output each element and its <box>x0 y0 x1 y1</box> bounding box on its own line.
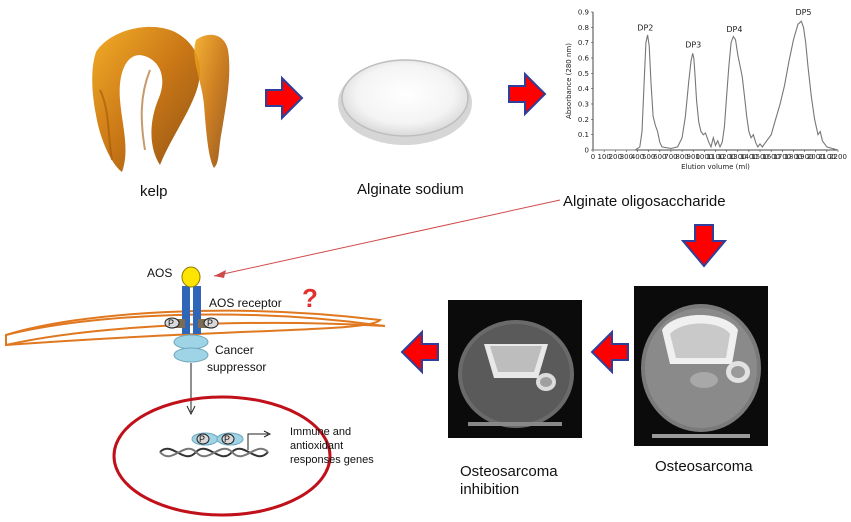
chart-y-tick-label: 0.9 <box>578 9 589 17</box>
chart-y-tick-label: 0.6 <box>578 55 590 63</box>
ct-scan-inhibition-drawing <box>458 320 574 428</box>
aos-receptor <box>175 286 208 334</box>
cancer-suppressor <box>173 334 209 363</box>
chart-x-tick-label: 2100 <box>818 153 836 161</box>
chart-x-tick-label: 800 <box>675 153 688 161</box>
chart-peak-label: DP5 <box>795 8 811 17</box>
arrow-kelp-to-alginate <box>265 75 304 121</box>
ct-scan-osteosarcoma-drawing <box>641 304 761 438</box>
osteosarcoma-inhibition-label-line1: Osteosarcoma <box>460 463 558 480</box>
chart-x-tick-label: 200 <box>609 153 622 161</box>
arrow-inhibition-to-mechanism <box>400 329 439 375</box>
dna-helix <box>159 447 269 458</box>
chart-x-tick-label: 600 <box>653 153 666 161</box>
receptor-phospho-right <box>203 317 219 329</box>
chart-y-axis-label: Absorbance (280 nm) <box>565 43 573 119</box>
dna-phospho-right-label: P <box>224 434 231 444</box>
signal-arrow-down <box>186 363 196 416</box>
nucleus-ellipse <box>112 395 332 517</box>
chart-peak-label: DP4 <box>726 25 742 34</box>
chart-peak-label: DP3 <box>685 40 701 49</box>
chart-x-tick-label: 1200 <box>718 153 736 161</box>
kelp-label: kelp <box>140 183 168 200</box>
osteosarcoma-label: Osteosarcoma <box>655 458 753 475</box>
aos-label: AOS <box>147 266 173 280</box>
transcription-start-arrow <box>247 430 272 450</box>
unknown-mechanism-question-mark: ? <box>302 283 318 313</box>
chart-x-tick-label: 1000 <box>695 153 713 161</box>
chart-peak-label: DP2 <box>637 23 653 32</box>
chart-x-tick-label: 500 <box>642 153 655 161</box>
dna-bound-complex <box>191 432 244 446</box>
receptor-phospho-right-label: P <box>207 318 214 328</box>
chart-x-tick-label: 1600 <box>762 153 780 161</box>
chart-x-tick-label: 1300 <box>729 153 747 161</box>
arrow-alginate-to-aos <box>508 71 547 117</box>
chart-y-tick-label: 0.1 <box>578 131 589 139</box>
alginate-powder-dish <box>338 59 472 145</box>
receptor-phospho-left <box>164 317 180 329</box>
alginate-sodium-label: Alginate sodium <box>357 181 464 198</box>
chart-y-tick-label: 0.3 <box>578 101 589 109</box>
chart-x-tick-label: 700 <box>664 153 677 161</box>
cancer-suppressor-label-line2: suppressor <box>207 360 267 374</box>
kelp-image <box>92 26 230 172</box>
chart-x-tick-label: 400 <box>631 153 644 161</box>
chart-x-tick-label: 100 <box>597 153 610 161</box>
chart-x-tick-label: 1700 <box>773 153 791 161</box>
genes-label-line3: responses genes <box>290 454 374 466</box>
aos-receptor-label: AOS receptor <box>209 296 282 310</box>
aos-ligand <box>181 266 201 288</box>
ct-scan-osteosarcoma-inhibition <box>448 300 582 438</box>
chart-x-tick-label: 900 <box>687 153 700 161</box>
chart-y-tick-label: 0.2 <box>578 116 589 124</box>
genes-label-line2: antioxidant <box>290 440 344 452</box>
chart-x-tick-label: 0 <box>591 153 595 161</box>
chart-x-tick-label: 1900 <box>796 153 814 161</box>
cancer-suppressor-label-line1: Cancer <box>215 343 254 357</box>
receptor-phospho-left-label: P <box>168 318 175 328</box>
chart-x-axis-label: Elution volume (ml) <box>681 163 750 171</box>
osteosarcoma-inhibition-label-line2: inhibition <box>460 481 520 498</box>
chart-x-tick-label: 1800 <box>785 153 803 161</box>
genes-label-line1: Immune and <box>290 426 352 438</box>
alginate-oligosaccharide-label: Alginate oligosaccharide <box>563 193 726 210</box>
chart-y-tick-label: 0.7 <box>578 39 589 47</box>
ct-scan-osteosarcoma <box>634 286 768 446</box>
dna-phospho-left-label: P <box>199 434 206 444</box>
chart-x-tick-label: 1100 <box>707 153 725 161</box>
chart-series-line <box>593 20 839 151</box>
aos-pointer-line <box>213 199 561 278</box>
chart-x-tick-label: 300 <box>620 153 633 161</box>
chart-y-tick-label: 0.4 <box>578 85 590 93</box>
arrow-osteosarcoma-to-inhibition <box>590 329 629 375</box>
chart-x-tick-label: 2200 <box>829 153 847 161</box>
chart-y-tick-label: 0 <box>585 147 589 155</box>
chart-x-tick-label: 2000 <box>807 153 825 161</box>
chart-y-tick-label: 0.8 <box>578 24 589 32</box>
chart-x-tick-label: 1500 <box>751 153 769 161</box>
chart-y-tick-label: 0.5 <box>578 70 589 78</box>
chart-x-tick-label: 1400 <box>740 153 758 161</box>
arrow-down-to-osteosarcoma <box>680 224 728 268</box>
